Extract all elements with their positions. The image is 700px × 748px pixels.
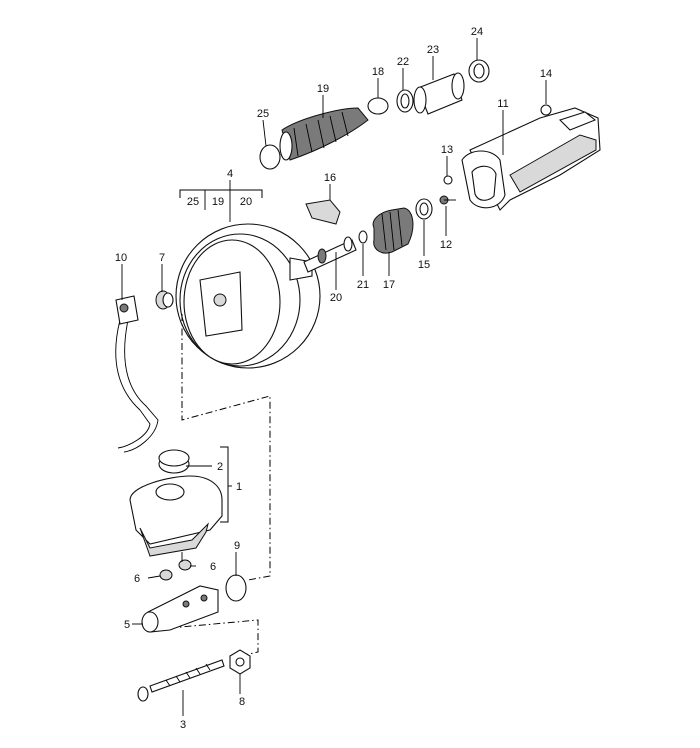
- callout-5: 5: [124, 619, 130, 631]
- callout-23: 23: [427, 44, 439, 56]
- gasket-16: [305, 199, 341, 225]
- callout-17: 17: [383, 279, 395, 291]
- callout-4-sub-25: 25: [187, 196, 199, 208]
- bolt-12: [439, 195, 456, 205]
- callout-15: 15: [418, 259, 430, 271]
- reservoir: [129, 475, 223, 557]
- group-4-bracket: [179, 180, 263, 222]
- plug-6-left: [159, 569, 173, 581]
- callout-4-sub-20: 20: [240, 196, 252, 208]
- o-ring-9: [225, 574, 247, 602]
- nut-8: [229, 649, 251, 675]
- callout-25: 25: [257, 108, 269, 120]
- dust-boot: [372, 207, 414, 254]
- push-rod: [303, 236, 357, 273]
- bracket-1: [220, 446, 229, 523]
- sleeve-23: [413, 72, 465, 115]
- callout-7: 7: [159, 252, 165, 264]
- assembly-line-lower: [169, 619, 259, 657]
- callout-24: 24: [471, 26, 483, 38]
- callout-21: 21: [357, 279, 369, 291]
- clamp-25: [259, 144, 281, 170]
- callout-18: 18: [372, 66, 384, 78]
- callout-10: 10: [115, 252, 127, 264]
- nut-14: [540, 104, 552, 116]
- plug-6-right: [178, 559, 192, 571]
- callout-16: 16: [324, 172, 336, 184]
- callout-8: 8: [239, 696, 245, 708]
- callout-1: 1: [236, 481, 242, 493]
- callout-22: 22: [397, 56, 409, 68]
- callout-3: 3: [180, 719, 186, 731]
- callout-2: 2: [217, 461, 223, 473]
- callout-4-sub-19: 19: [212, 196, 224, 208]
- nut-21: [358, 230, 368, 244]
- callout-11: 11: [497, 98, 508, 110]
- callout-13: 13: [441, 144, 453, 156]
- leader-lines: [121, 38, 547, 716]
- pedal-bracket: [461, 107, 601, 211]
- brake-booster: [175, 223, 321, 369]
- callout-14: 14: [540, 68, 552, 80]
- vacuum-hose: [115, 295, 159, 453]
- clip-18: [367, 97, 389, 115]
- callout-6-left: 6: [134, 573, 140, 585]
- callout-4: 4: [227, 168, 233, 180]
- master-cylinder: [141, 585, 219, 633]
- bolt-3: [137, 659, 225, 702]
- nut-13: [443, 175, 453, 185]
- callout-12: 12: [440, 239, 452, 251]
- callout-20: 20: [330, 292, 342, 304]
- callout-9: 9: [234, 540, 240, 552]
- grommet-7: [155, 290, 174, 310]
- callout-6-right: 6: [210, 561, 216, 573]
- callout-19: 19: [317, 83, 329, 95]
- bellows-19: [279, 107, 369, 161]
